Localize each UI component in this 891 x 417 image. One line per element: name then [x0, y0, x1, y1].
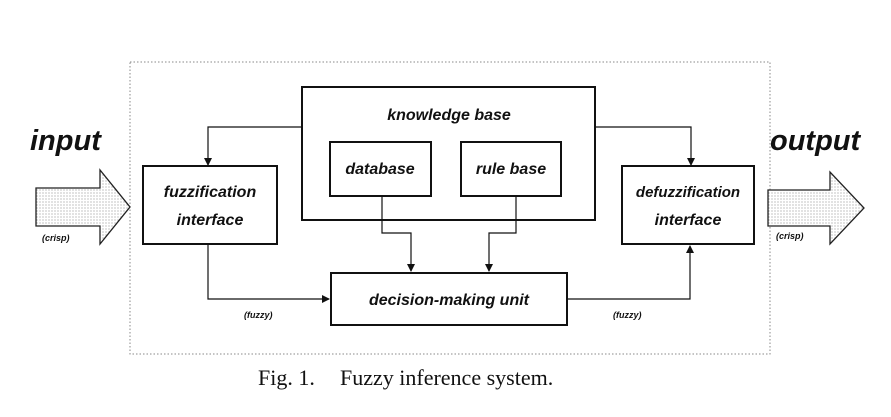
input-label: input — [30, 125, 102, 157]
figure-number: Fig. 1. — [258, 365, 315, 390]
defuzzification-interface-box — [621, 165, 755, 245]
fuzzy-right-label: (fuzzy) — [613, 310, 642, 320]
fuzzification-interface-box — [142, 165, 278, 245]
fuzzification-label-line2: interface — [177, 212, 244, 229]
database-to-decision-arrow — [381, 196, 415, 272]
rule-base-box — [460, 141, 562, 197]
kb-to-defuzzification-arrow — [595, 126, 695, 166]
input-arrow — [35, 168, 131, 246]
fuzzy-left-label: (fuzzy) — [244, 310, 273, 320]
output-label: output — [770, 125, 862, 157]
decision-making-unit-label: decision-making unit — [369, 292, 530, 309]
database-label: database — [345, 161, 414, 178]
rulebase-to-decision-arrow — [485, 196, 517, 272]
output-arrow — [767, 170, 865, 246]
decision-to-defuzzification-arrow — [567, 245, 694, 300]
fuzzification-label-line1: fuzzification — [164, 184, 257, 201]
knowledge-base-label: knowledge base — [387, 107, 511, 124]
defuzzification-label-line2: interface — [655, 212, 722, 229]
defuzzification-label-line1: defuzzification — [636, 184, 740, 201]
fuzzification-to-decision-arrow — [207, 244, 330, 303]
kb-to-fuzzification-arrow — [204, 126, 302, 166]
figure-caption: Fuzzy inference system. — [340, 365, 553, 390]
crisp-output-label: (crisp) — [776, 231, 804, 241]
database-box — [329, 141, 432, 197]
crisp-input-label: (crisp) — [42, 233, 70, 243]
decision-making-unit-box — [330, 272, 568, 326]
system-boundary — [129, 61, 771, 355]
rule-base-label: rule base — [476, 161, 546, 178]
